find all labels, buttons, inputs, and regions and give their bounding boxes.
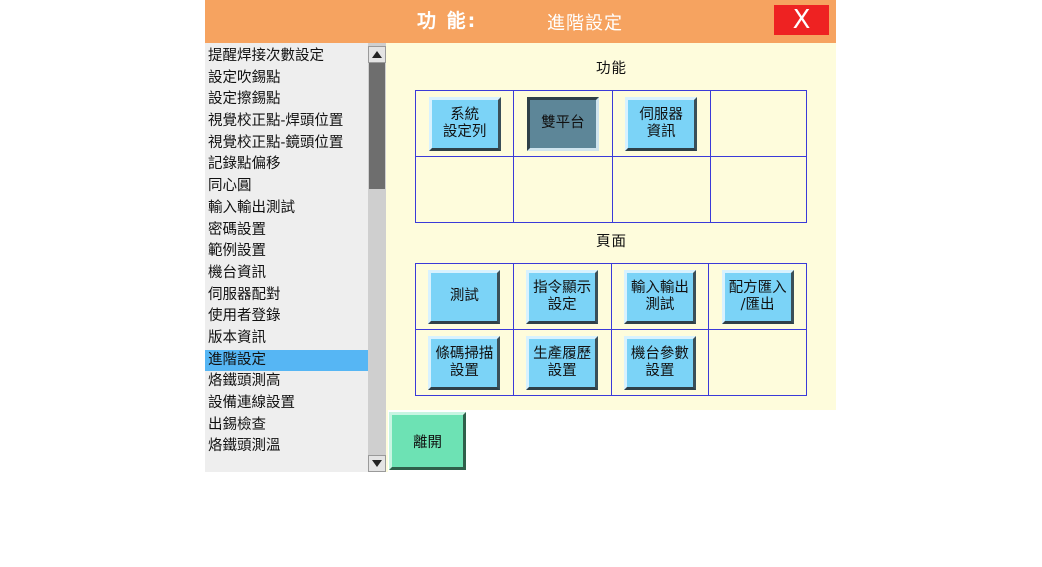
grid-cell: 生產履歷 設置 — [512, 329, 612, 396]
recipe-import-export-button[interactable]: 配方匯入 /匯出 — [721, 269, 794, 324]
command-display-settings-button[interactable]: 指令顯示 設定 — [526, 269, 599, 324]
function-section-title: 功能 — [596, 61, 627, 77]
grid-cell: 條碼掃描 設置 — [415, 329, 514, 396]
page-section-title: 頁面 — [596, 234, 627, 250]
grid-cell: 測試 — [415, 263, 514, 330]
scroll-up-arrow-icon[interactable] — [368, 46, 386, 63]
title-bar: 功 能: 進階設定 X — [205, 0, 836, 43]
list-item-selected[interactable]: 進階設定 — [205, 349, 368, 372]
close-button[interactable]: X — [774, 5, 829, 35]
list-item[interactable]: 出錫檢查 — [208, 416, 266, 433]
menu-list: 提醒焊接次數設定 設定吹錫點 設定擦錫點 視覺校正點-焊頭位置 視覺校正點-鏡頭… — [205, 43, 368, 472]
exit-button[interactable]: 離開 — [389, 412, 466, 470]
function-grid: 系統 設定列 雙平台 伺服器 資訊 — [414, 90, 808, 223]
grid-cell-empty — [708, 329, 807, 396]
server-info-button[interactable]: 伺服器 資訊 — [625, 96, 698, 151]
test-button[interactable]: 測試 — [428, 269, 501, 324]
list-item[interactable]: 視覺校正點-焊頭位置 — [208, 113, 344, 130]
io-test-button[interactable]: 輸入輸出 測試 — [623, 269, 696, 324]
menu-scrollbar[interactable] — [368, 43, 386, 472]
grid-cell-empty — [709, 156, 808, 223]
list-item[interactable]: 輸入輸出測試 — [208, 199, 295, 216]
list-item[interactable]: 記錄點偏移 — [208, 156, 281, 173]
main-window: 功 能: 進階設定 X 提醒焊接次數設定 設定吹錫點 設定擦錫點 視覺校正點-焊… — [205, 0, 836, 472]
page-grid: 測試 指令顯示 設定 輸入輸出 測試 配方匯入 /匯出 條碼掃描 設置 生產履歷… — [415, 263, 807, 396]
list-item[interactable]: 視覺校正點-鏡頭位置 — [208, 134, 344, 151]
scroll-down-arrow-icon[interactable] — [368, 455, 386, 472]
function-label: 功 能: — [417, 10, 478, 32]
scroll-thumb[interactable] — [369, 63, 385, 189]
grid-cell: 系統 設定列 — [414, 90, 515, 157]
grid-cell: 雙平台 — [513, 90, 613, 157]
grid-cell-empty — [611, 156, 711, 223]
list-item[interactable]: 機台資訊 — [208, 264, 266, 281]
list-item[interactable]: 烙鐵頭測溫 — [208, 438, 281, 455]
grid-cell-empty — [709, 90, 808, 157]
list-item[interactable]: 設備連線設置 — [208, 395, 295, 411]
list-item[interactable]: 提醒焊接次數設定 — [208, 48, 324, 64]
list-item[interactable]: 範例設置 — [208, 243, 266, 260]
grid-cell-empty — [414, 156, 515, 223]
grid-cell: 配方匯入 /匯出 — [708, 263, 807, 330]
machine-parameter-settings-button[interactable]: 機台參數 設置 — [623, 335, 696, 390]
list-item[interactable]: 使用者登錄 — [208, 308, 281, 325]
list-item[interactable]: 設定擦錫點 — [208, 91, 281, 108]
screen-title: 進階設定 — [547, 13, 623, 34]
list-item[interactable]: 密碼設置 — [208, 221, 266, 238]
list-item[interactable]: 同心圓 — [208, 178, 252, 195]
grid-cell-empty — [513, 156, 613, 223]
system-settings-button[interactable]: 系統 設定列 — [428, 96, 501, 151]
dual-platform-button[interactable]: 雙平台 — [526, 96, 599, 151]
production-history-settings-button[interactable]: 生產履歷 設置 — [526, 335, 599, 390]
grid-cell: 輸入輸出 測試 — [610, 263, 710, 330]
list-item[interactable]: 烙鐵頭測高 — [208, 373, 281, 390]
grid-cell: 指令顯示 設定 — [512, 263, 612, 330]
list-item[interactable]: 設定吹錫點 — [208, 69, 281, 86]
barcode-scan-settings-button[interactable]: 條碼掃描 設置 — [428, 335, 501, 390]
grid-cell: 機台參數 設置 — [610, 329, 710, 396]
list-item[interactable]: 版本資訊 — [208, 329, 266, 346]
grid-cell: 伺服器 資訊 — [611, 90, 711, 157]
list-item[interactable]: 伺服器配對 — [208, 286, 281, 303]
